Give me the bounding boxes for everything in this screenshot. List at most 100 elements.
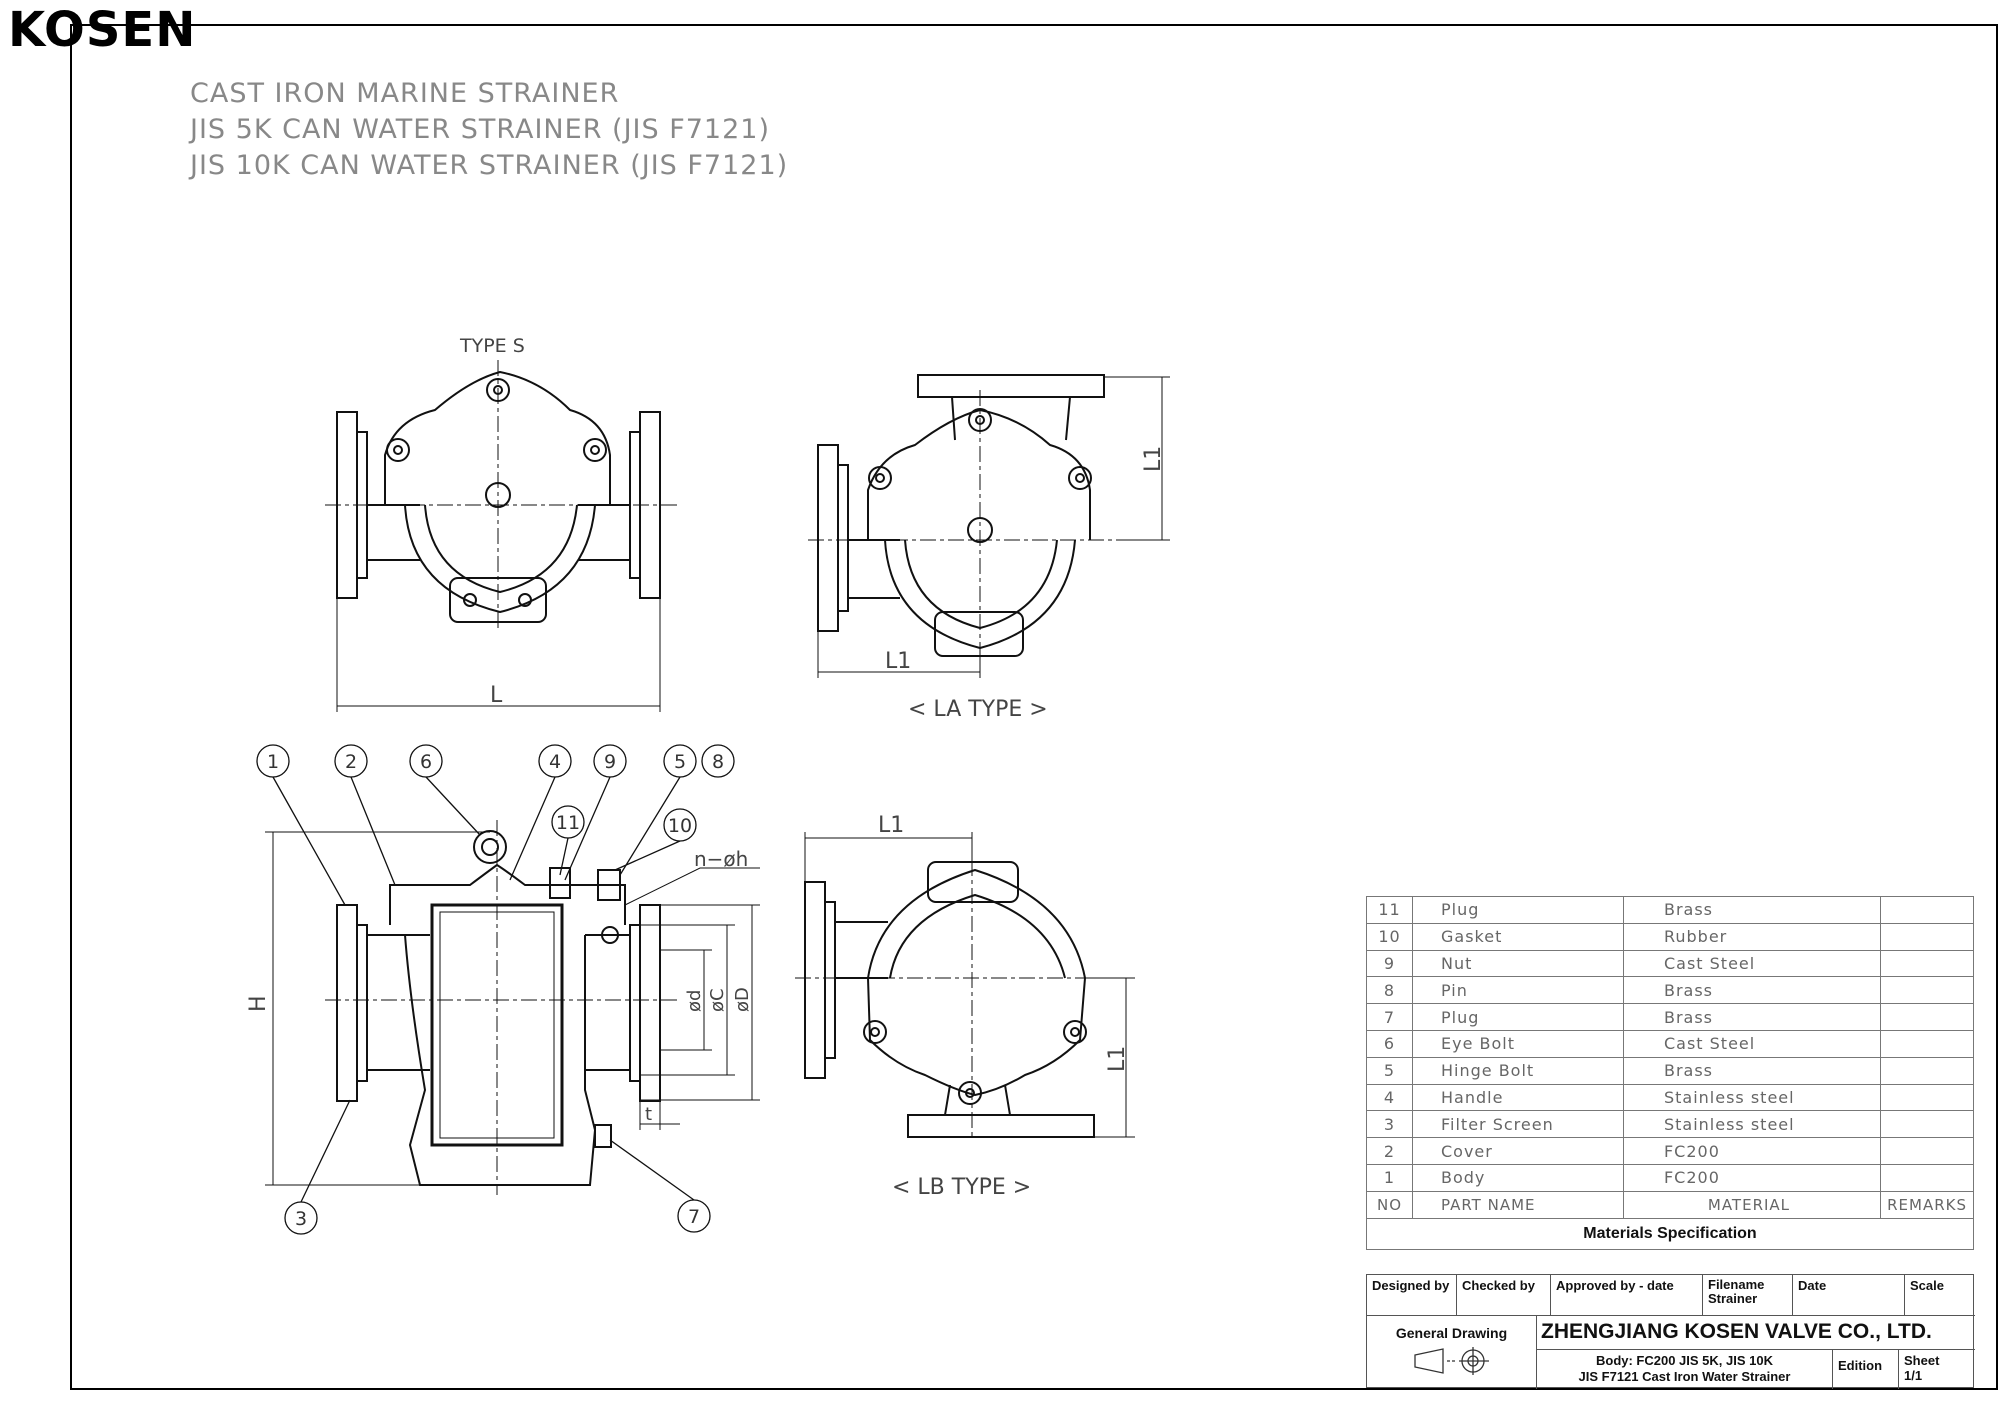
drawing-frame (70, 24, 1998, 1390)
type-s-label: TYPE S (459, 335, 525, 357)
edition-cell: Edition (1833, 1350, 1899, 1389)
balloon-10: 10 (668, 815, 692, 837)
materials-caption: Materials Specification (1366, 1217, 1974, 1250)
remarks-cell (1879, 896, 1975, 924)
general-drawing-label: General Drawing (1395, 1325, 1508, 1341)
sheet-value: 1/1 (1904, 1368, 1923, 1383)
filename-value: Strainer (1708, 1291, 1758, 1306)
part-name-cell: Plug (1412, 1003, 1624, 1031)
kosen-logo: KOSEN (8, 2, 197, 58)
part-name-cell: Eye Bolt (1412, 1029, 1624, 1058)
balloon-11: 11 (556, 812, 580, 834)
balloon-4: 4 (549, 751, 561, 773)
header-no: NO (1366, 1190, 1413, 1219)
balloon-1: 1 (267, 751, 279, 773)
part-name-cell: Plug (1412, 896, 1624, 924)
part-name-cell: Pin (1412, 976, 1624, 1005)
part-name-cell: Filter Screen (1412, 1110, 1624, 1139)
material-cell: Cast Steel (1622, 949, 1881, 978)
part-number-cell: 3 (1366, 1110, 1413, 1139)
remarks-cell (1879, 1003, 1975, 1031)
filename-cell: Filename Strainer (1703, 1275, 1793, 1316)
lb-type-view: L1 L1 < LB TYPE > (795, 813, 1135, 1200)
part-number-cell: 10 (1366, 922, 1413, 951)
material-cell: FC200 (1622, 1137, 1881, 1165)
sheet-cell: Sheet 1/1 (1899, 1350, 1975, 1389)
part-name-cell: Hinge Bolt (1412, 1056, 1624, 1085)
approved-by-cell: Approved by - date (1551, 1275, 1703, 1316)
checked-by-cell: Checked by (1457, 1275, 1551, 1316)
balloon-8: 8 (712, 751, 724, 773)
header-remarks: REMARKS (1879, 1190, 1975, 1219)
part-name-cell: Nut (1412, 949, 1624, 978)
remarks-cell (1879, 949, 1975, 978)
dim-l-label: L (490, 683, 503, 708)
la-type-label: < LA TYPE > (908, 697, 1048, 722)
remarks-cell (1879, 1083, 1975, 1112)
balloon-7: 7 (688, 1206, 700, 1228)
title-line-1: CAST IRON MARINE STRAINER (190, 78, 620, 109)
lb-type-label: < LB TYPE > (892, 1175, 1031, 1200)
balloon-2: 2 (345, 751, 357, 773)
title-block: Designed by Checked by Approved by - dat… (1366, 1274, 1975, 1389)
header-part-name: PART NAME (1412, 1190, 1624, 1219)
section-view: H ød øC øD t n−øh 1 2 6 (246, 744, 760, 1235)
dim-c-label: øC (707, 988, 728, 1012)
la-type-view: L1 L1 < LA TYPE > (808, 374, 1170, 722)
description-line-2: JIS F7121 Cast Iron Water Strainer (1578, 1369, 1791, 1384)
la-l1-vertical-label: L1 (1141, 446, 1166, 472)
title-line-2: JIS 5K CAN WATER STRAINER (JIS F7121) (190, 114, 770, 145)
material-cell: Stainless steel (1622, 1110, 1881, 1139)
material-cell: Brass (1622, 976, 1881, 1005)
title-line-3: JIS 10K CAN WATER STRAINER (JIS F7121) (190, 150, 789, 181)
material-cell: Stainless steel (1622, 1083, 1881, 1112)
dim-nh-label: n−øh (694, 847, 748, 871)
date-cell: Date (1793, 1275, 1905, 1316)
part-number-cell: 9 (1366, 949, 1413, 978)
header-material: MATERIAL (1622, 1190, 1881, 1219)
scale-cell: Scale (1905, 1275, 1975, 1316)
part-name-cell: Gasket (1412, 922, 1624, 951)
dim-upper-d-label: øD (732, 987, 753, 1012)
filename-label: Filename (1708, 1277, 1765, 1292)
material-cell: Brass (1622, 1003, 1881, 1031)
balloon-3: 3 (295, 1208, 307, 1230)
part-number-cell: 8 (1366, 976, 1413, 1005)
description-line-1: Body: FC200 JIS 5K, JIS 10K (1595, 1353, 1773, 1368)
dim-h-label: H (246, 995, 271, 1012)
material-cell: Brass (1622, 1056, 1881, 1085)
dim-d-label: ød (684, 990, 705, 1012)
material-cell: Brass (1622, 896, 1881, 924)
designed-by-cell: Designed by (1367, 1275, 1457, 1316)
material-cell: FC200 (1622, 1163, 1881, 1192)
remarks-cell (1879, 976, 1975, 1005)
part-number-cell: 6 (1366, 1029, 1413, 1058)
la-l1-horizontal-label: L1 (885, 649, 911, 674)
remarks-cell (1879, 1056, 1975, 1085)
balloon-9: 9 (604, 751, 616, 773)
part-name-cell: Handle (1412, 1083, 1624, 1112)
balloon-5: 5 (674, 751, 686, 773)
remarks-cell (1879, 1137, 1975, 1165)
remarks-cell (1879, 1163, 1975, 1192)
part-name-cell: Body (1412, 1163, 1624, 1192)
general-drawing-cell: General Drawing (1367, 1316, 1537, 1389)
material-cell: Rubber (1622, 922, 1881, 951)
balloon-6: 6 (420, 751, 432, 773)
remarks-cell (1879, 1029, 1975, 1058)
lb-l1-horizontal-label: L1 (878, 813, 904, 838)
